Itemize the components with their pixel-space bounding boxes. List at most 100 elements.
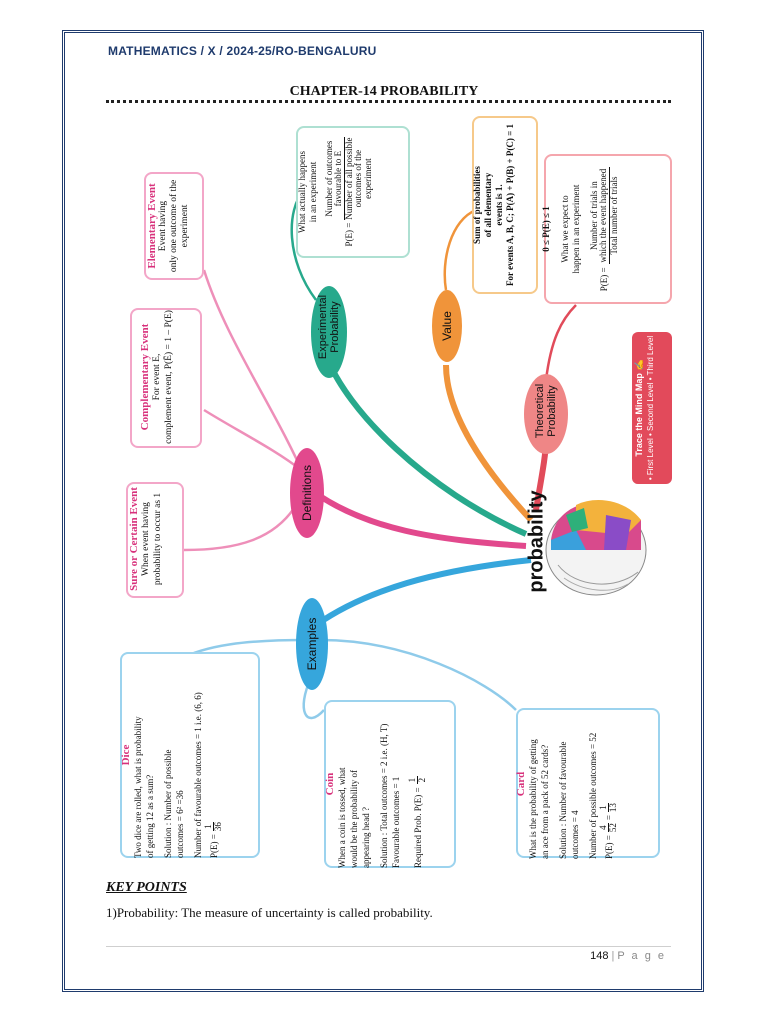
coin-p-lhs: Required Prob. P(E) = [412,787,423,868]
experimental-oval [311,286,347,378]
complementary-line2: complement event, P(Ē) = 1 – P(E) [164,310,174,444]
experimental-box-text: What actually happens in an experiment P… [297,127,409,257]
sure-line2: probability to occur as 1 [153,492,163,586]
card-s1: Solution : Number of favourable [558,741,568,859]
key-points-heading: KEY POINTS [106,880,187,895]
page-number: 148 [590,950,609,962]
value-line1: Sum of probabilities [472,166,482,244]
coin-s2: Favourable outcomes = 1 [391,776,401,868]
theoretical-box-connector [544,304,577,381]
definitions-oval [290,448,324,538]
sure-connector [183,501,300,552]
value-label: Value [440,311,454,341]
center-label: probability [525,490,548,593]
experimental-connector [323,353,528,537]
coin-title: Coin [324,772,336,796]
theo-den: Total number of trials [608,176,619,255]
experimental-box [296,126,410,258]
dice-s1: Solution : Number of possible [163,749,173,859]
theo-line1: What we expect to [560,195,570,263]
exp-line2: in an experiment [308,161,318,223]
value-box [472,116,538,294]
card-box [516,708,660,858]
page-footer: 148|P a g e [590,950,666,962]
theo-range: 0 ≤ P(E) ≤ 1 [541,206,551,252]
sure-line1: When event having [141,502,151,576]
trace-levels: • First Level • Second Level • Third Lev… [646,335,655,481]
theoretical-oval [524,374,568,454]
coin-q3: appearing head ? [361,807,371,868]
theo-line2: happen in an experiment [571,184,581,274]
value-box-text: Sum of probabilities of all elementary e… [472,117,538,293]
elementary-line3: experiment [180,204,190,248]
elementary-line2: only one outcome of the [169,179,179,273]
value-box-connector [443,208,477,291]
mind-map: Definitions Experimental Probability Val… [106,110,676,870]
card-fraction-2: 1 13 [598,803,619,813]
dice-title: Dice [120,744,132,766]
elementary-event-text: Elementary Event Event having only one o… [146,172,201,280]
card-s3: Number of possible outcomes = 52 [588,732,598,859]
card-q2: an ace from a pack of 52 cards? [540,744,550,859]
dice-s2: outcomes = 6² =36 [175,790,185,858]
complementary-event-title: Complementary Event [139,323,151,431]
examples-connector [314,557,532,628]
theo-fraction: Number of trials in which the event happ… [589,166,619,265]
examples-oval [296,598,328,690]
dice-p-den: 36 [213,822,224,832]
dotted-divider [106,100,671,103]
card-fraction-1: 4 52 [598,823,619,833]
key-point-1: 1)Probability: The measure of uncertaint… [106,905,433,920]
elementary-connector [202,269,308,481]
value-oval [432,290,462,362]
page-separator: | [611,950,615,962]
elementary-event-box [144,172,204,280]
complementary-event-box [130,308,202,448]
card-p-eq: = [603,815,614,821]
card-p-den2: 13 [608,803,619,813]
sure-event-box [126,482,184,598]
complementary-line1: For event E, [152,353,162,401]
brain-icon [545,500,647,596]
chapter-title: CHAPTER-14 PROBABILITY [289,84,479,99]
value-line4: For events A, B, C; P(A) + P(B) + P(C) =… [505,124,515,286]
dice-box [120,652,260,858]
card-text: Card What is the probability of getting … [515,709,659,859]
theoretical-box [544,154,672,304]
dice-p-lhs: P(E) = [208,834,219,858]
card-connector [320,638,517,711]
card-p-lhs: P(E) = [603,835,614,859]
value-line3: events is 1. [494,184,504,226]
coin-p-den: 2 [417,777,428,783]
trace-text: Trace the Mind Map ✍ • First Level • Sec… [634,332,670,484]
experimental-label: Experimental Probability [317,294,341,360]
coin-text: Coin When a coin is tossed, what would b… [324,700,456,868]
card-p-den1: 52 [608,823,619,833]
card-title: Card [515,771,527,797]
value-connector [443,364,534,523]
examples-label: Examples [305,617,319,671]
dice-text: Dice Two dice are rolled, what is probab… [120,652,260,858]
exp-line1: What actually happens [297,151,307,233]
trace-ribbon [632,332,672,484]
sure-event-text: Sure or Certain Event When event having … [128,481,182,597]
sure-event-title: Sure or Certain Event [128,487,140,591]
mind-map-connectors [177,189,672,720]
theoretical-box-text: 0 ≤ P(E) ≤ 1 What we expect to happen in… [541,159,675,299]
definitions-connector [309,487,527,549]
coin-box [324,700,456,868]
exp-den3: experiment [362,158,373,199]
exp-lhs: P(E) = [343,222,354,247]
dice-q1: Two dice are rolled, what is probability [133,716,143,858]
value-line2: of all elementary [483,172,493,238]
footer-divider [106,946,671,947]
page-label: P a g e [617,950,666,962]
exp-num2: favourable to E [333,150,344,207]
elementary-event-title: Elementary Event [146,183,158,269]
trace-title: Trace the Mind Map ✍ [634,359,644,457]
theo-lhs: P(E) = [599,267,610,292]
dice-fraction: 1 36 [203,822,224,832]
card-q1: What is the probability of getting [528,739,538,859]
coin-q1: When a coin is tossed, what [337,767,347,868]
